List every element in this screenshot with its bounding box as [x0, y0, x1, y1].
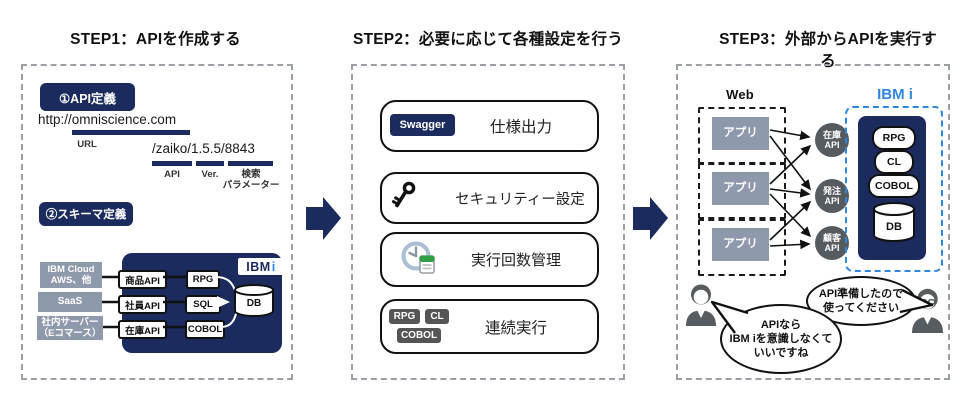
rpg-chip: RPG [186, 270, 220, 289]
cl-badge: CL [425, 309, 449, 324]
key-icon [391, 181, 416, 208]
customer-api-circle: 顧客 API [815, 226, 849, 260]
execution-counter-icon [401, 241, 435, 274]
param-segment-bar [228, 161, 273, 166]
source-cloud-box: IBM Cloud AWS、他 [40, 262, 102, 288]
spec-output-label: 仕様出力 [489, 119, 552, 136]
ibm-logo-i-text: i [271, 259, 276, 274]
execution-count-label: 実行回数管理 [470, 252, 561, 269]
cobol-badge: COBOL [397, 328, 441, 343]
rpg-badge: RPG [389, 309, 420, 324]
employee-api-chip: 社員API [118, 295, 167, 314]
step2-to-step3-arrow-icon [633, 197, 668, 240]
sql-chip: SQL [185, 295, 221, 314]
path-text: /zaiko/1.5.5/8843 [152, 141, 255, 156]
step2-panel [351, 64, 625, 380]
cobol-chip: COBOL [185, 320, 225, 339]
param-segment-label: 検索 パラメーター [222, 169, 280, 192]
app-box-3: アプリ [712, 228, 769, 261]
ibmi-dashed-frame [845, 106, 943, 272]
url-underline-bar [72, 130, 190, 135]
ibm-i-label: IBM i [877, 86, 913, 103]
url-label: URL [77, 139, 97, 150]
source-saas-box: SaaS [38, 292, 102, 312]
swagger-badge: Swagger [390, 114, 455, 136]
schema-definition-badge: ②スキーマ定義 [39, 202, 133, 226]
continuous-exec-box [380, 299, 599, 354]
url-text: http://omniscience.com [38, 112, 177, 127]
step2-title: STEP2：必要に応じて各種設定を行う [353, 31, 623, 48]
step1-panel [21, 64, 293, 380]
app-frame-3 [698, 219, 786, 276]
stock-api-circle: 在庫 API [815, 123, 849, 157]
step1-title: STEP1：APIを作成する [70, 31, 241, 48]
step1-to-step2-arrow-icon [306, 197, 341, 240]
app-box-1: アプリ [712, 117, 769, 150]
person-left-icon [686, 284, 716, 326]
app-box-2: アプリ [712, 172, 769, 205]
step3-panel [676, 64, 950, 380]
cobol-pill: COBOL [868, 174, 920, 198]
rpg-pill: RPG [872, 126, 916, 150]
security-label: セキュリティー設定 [455, 192, 585, 208]
speech-bubble-left: APIなら IBM iを意識しなくて いいですね [720, 304, 842, 374]
api-segment-label: API [164, 169, 180, 180]
ibm-logo-text: IBM [246, 259, 271, 274]
web-label: Web [726, 87, 754, 102]
api-definition-badge: ①API定義 [40, 83, 135, 111]
security-box [380, 172, 599, 224]
product-api-chip: 商品API [118, 270, 167, 289]
stock-api-chip: 在庫API [118, 320, 167, 339]
api-segment-bar [152, 161, 192, 166]
order-api-circle: 発注 API [815, 179, 849, 213]
person-right-icon [912, 288, 943, 333]
version-segment-bar [196, 161, 224, 166]
source-onprem-box: 社内サーバー （Eコマース） [37, 316, 103, 340]
continuous-exec-label: 連続実行 [484, 320, 547, 337]
version-segment-label: Ver. [201, 169, 219, 180]
cl-pill: CL [874, 150, 914, 174]
